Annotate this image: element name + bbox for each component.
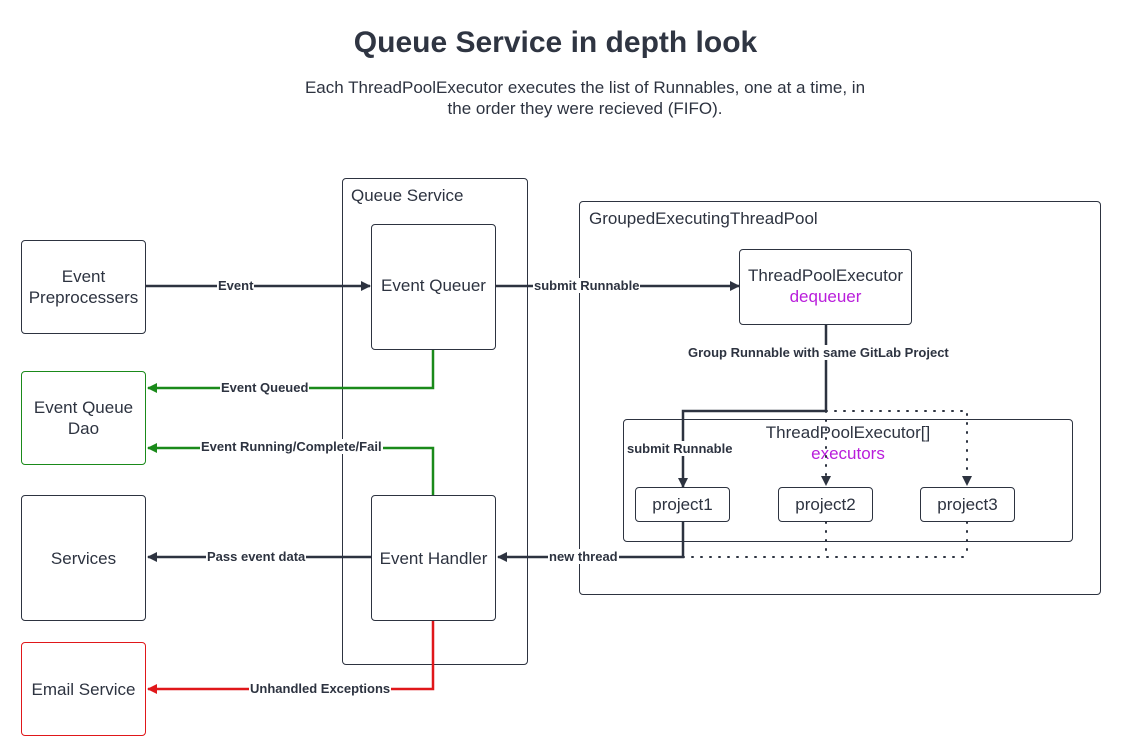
dotted-group-line — [825, 410, 968, 478]
edge-unhandled-exceptions — [147, 621, 435, 694]
event-preprocessers-line-2: Preprocessers — [28, 288, 139, 307]
arrowhead-project2 — [821, 476, 831, 486]
dequeuer-title: ThreadPoolExecutor — [748, 266, 903, 285]
arrowhead-project3 — [962, 476, 972, 486]
services-node: Services — [21, 495, 146, 621]
project2-node: project2 — [778, 487, 873, 522]
edge-label-unhandled-exceptions: Unhandled Exceptions — [249, 681, 392, 696]
executors-header: ThreadPoolExecutor[] executors — [623, 422, 1073, 464]
project1-label: project1 — [652, 495, 713, 514]
email-service-label: Email Service — [31, 679, 136, 699]
project1-node: project1 — [635, 487, 730, 522]
event-queuer-node: Event Queuer — [371, 224, 496, 350]
edge-label-event: Event — [217, 278, 255, 293]
edge-label-submit-runnable: submit Runnable — [533, 278, 641, 293]
subtitle-line-1: Each ThreadPoolExecutor executes the lis… — [304, 78, 866, 97]
executors-container — [623, 419, 1073, 542]
page-subtitle: Each ThreadPoolExecutor executes the lis… — [290, 77, 880, 119]
dequeuer-subtitle: dequeuer — [789, 287, 862, 306]
event-queue-dao-line-2: Dao — [67, 419, 100, 438]
edge-label-event-queued: Event Queued — [220, 380, 310, 395]
edge-label-group-runnable: Group Runnable with same GitLab Project — [687, 345, 950, 360]
event-handler-label: Event Handler — [379, 548, 488, 568]
project3-node: project3 — [920, 487, 1015, 522]
project3-label: project3 — [937, 495, 998, 514]
subtitle-line-2: the order they were recieved (FIFO). — [447, 99, 723, 118]
email-service-node: Email Service — [21, 642, 146, 736]
services-label: Services — [50, 548, 117, 568]
edge-label-event-running: Event Running/Complete/Fail — [200, 439, 383, 454]
event-queue-dao-line-1: Event Queue — [33, 398, 134, 417]
edge-label-new-thread: new thread — [548, 549, 619, 564]
edge-event-running — [147, 443, 435, 495]
page-title: Queue Service in depth look — [353, 26, 758, 59]
project2-label: project2 — [795, 495, 856, 514]
event-preprocessers-line-1: Event — [61, 267, 106, 286]
event-preprocessers-node: Event Preprocessers — [21, 240, 146, 334]
dequeuer-node: ThreadPoolExecutor dequeuer — [739, 249, 912, 325]
event-queuer-label: Event Queuer — [381, 276, 486, 295]
grouped-pool-label: GroupedExecutingThreadPool — [589, 209, 818, 228]
grouped-pool-container — [579, 201, 1101, 595]
executors-subtitle: executors — [811, 444, 885, 463]
event-queue-dao-node: Event Queue Dao — [21, 371, 146, 465]
queue-service-container — [342, 178, 528, 665]
event-handler-node: Event Handler — [371, 495, 496, 621]
edge-label-pass-event-data: Pass event data — [206, 549, 307, 564]
edge-label-submit-runnable-2: submit Runnable — [626, 441, 734, 456]
executors-title: ThreadPoolExecutor[] — [765, 423, 931, 442]
queue-service-label: Queue Service — [351, 186, 464, 205]
